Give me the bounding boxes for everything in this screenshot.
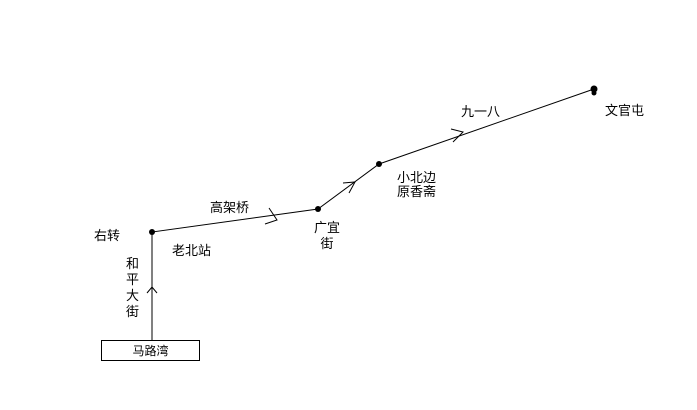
direction-arrow-north (146, 286, 158, 294)
start-location-box: 马路湾 (101, 340, 200, 361)
place-label-yuanxiangzhai: 原香斋 (397, 185, 437, 200)
node-wenguantun-mark (591, 90, 597, 96)
street-label-heping: 和平大街 (125, 257, 139, 320)
direction-arrow-northeast-2 (450, 128, 464, 143)
node-wenguantun (590, 85, 598, 93)
road-label-gaojiaqiao: 高架桥 (210, 201, 250, 216)
station-label-laobeizhan: 老北站 (172, 244, 212, 259)
turn-label-right: 右转 (94, 229, 121, 244)
road-label-jiuyiba: 九一八 (461, 105, 501, 120)
node-right-turn (149, 229, 155, 235)
direction-arrow-east-1 (264, 207, 278, 225)
start-location-label: 马路湾 (132, 344, 169, 358)
direction-arrow-northeast-1 (342, 181, 356, 194)
street-label-guangyi: 广宜街 (313, 221, 340, 252)
area-label-xiaobeibian: 小北边 (397, 171, 437, 186)
node-xiaobeibian (376, 161, 382, 167)
destination-label-wenguantun: 文官屯 (605, 104, 645, 119)
node-guangyi (315, 206, 321, 212)
